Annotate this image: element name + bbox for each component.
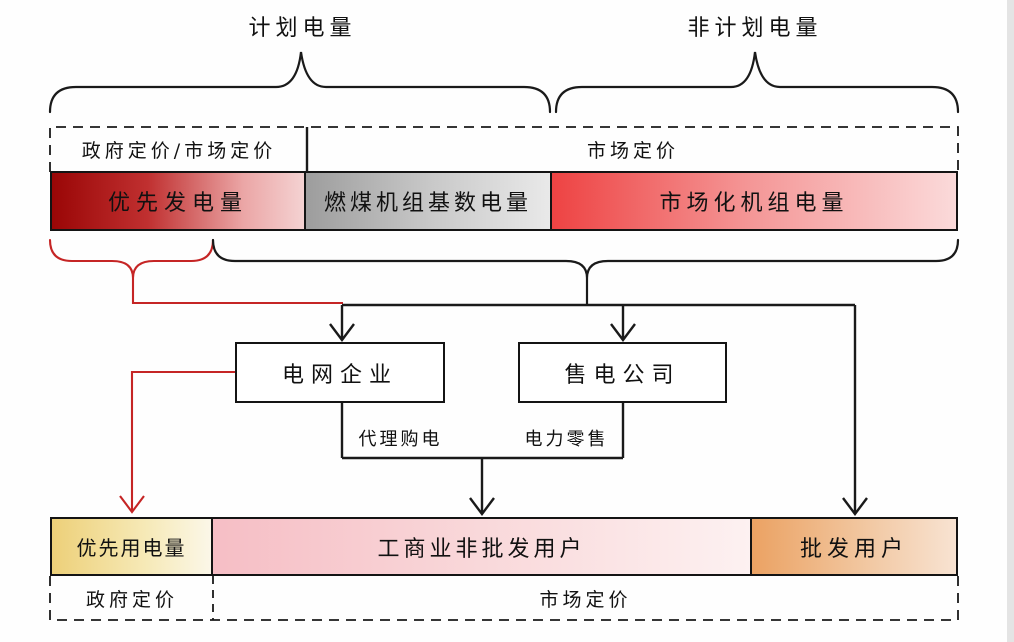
pricing-bottom-left-label: 政府定价	[85, 588, 178, 611]
agent-purchase-label: 代理购电	[358, 429, 443, 450]
retail-company-box: 售电公司	[518, 342, 727, 403]
pricing-bottom-right-label: 市场定价	[539, 588, 632, 611]
pricing-top-right-label: 市场定价	[586, 139, 679, 162]
planned-brace	[48, 51, 552, 114]
priority-gen-brace-red	[48, 238, 215, 280]
power-retail-label: 电力零售	[524, 429, 609, 450]
bar-coal-base-quantity: 燃煤机组基数电量	[304, 171, 552, 231]
pricing-top-left-label: 政府定价/市场定价	[81, 139, 277, 162]
arrow-to-grid-company	[329, 305, 355, 342]
priority-gen-red-connector	[131, 278, 343, 305]
grid-company-box: 电网企业	[235, 342, 445, 403]
red-connector-grid-to-priority-use	[119, 370, 235, 514]
arrow-to-retail-company	[610, 305, 636, 342]
unplanned-electricity-label: 非计划电量	[687, 16, 823, 41]
page-edge-strip	[1007, 0, 1014, 642]
planned-electricity-label: 计划电量	[248, 16, 357, 41]
arrow-to-wholesale-users	[842, 305, 868, 516]
unplanned-brace	[554, 51, 960, 114]
bar-nonwholesale-users: 工商业非批发用户	[211, 517, 752, 576]
bar-wholesale-users: 批发用户	[750, 517, 958, 576]
bar-market-unit-quantity: 市场化机组电量	[550, 171, 958, 231]
bar-priority-generation: 优先发电量	[50, 171, 306, 231]
arrow-to-nonwholesale-users	[469, 458, 495, 516]
market-brace-black	[211, 238, 960, 280]
bar-priority-consumption: 优先用电量	[50, 517, 213, 576]
